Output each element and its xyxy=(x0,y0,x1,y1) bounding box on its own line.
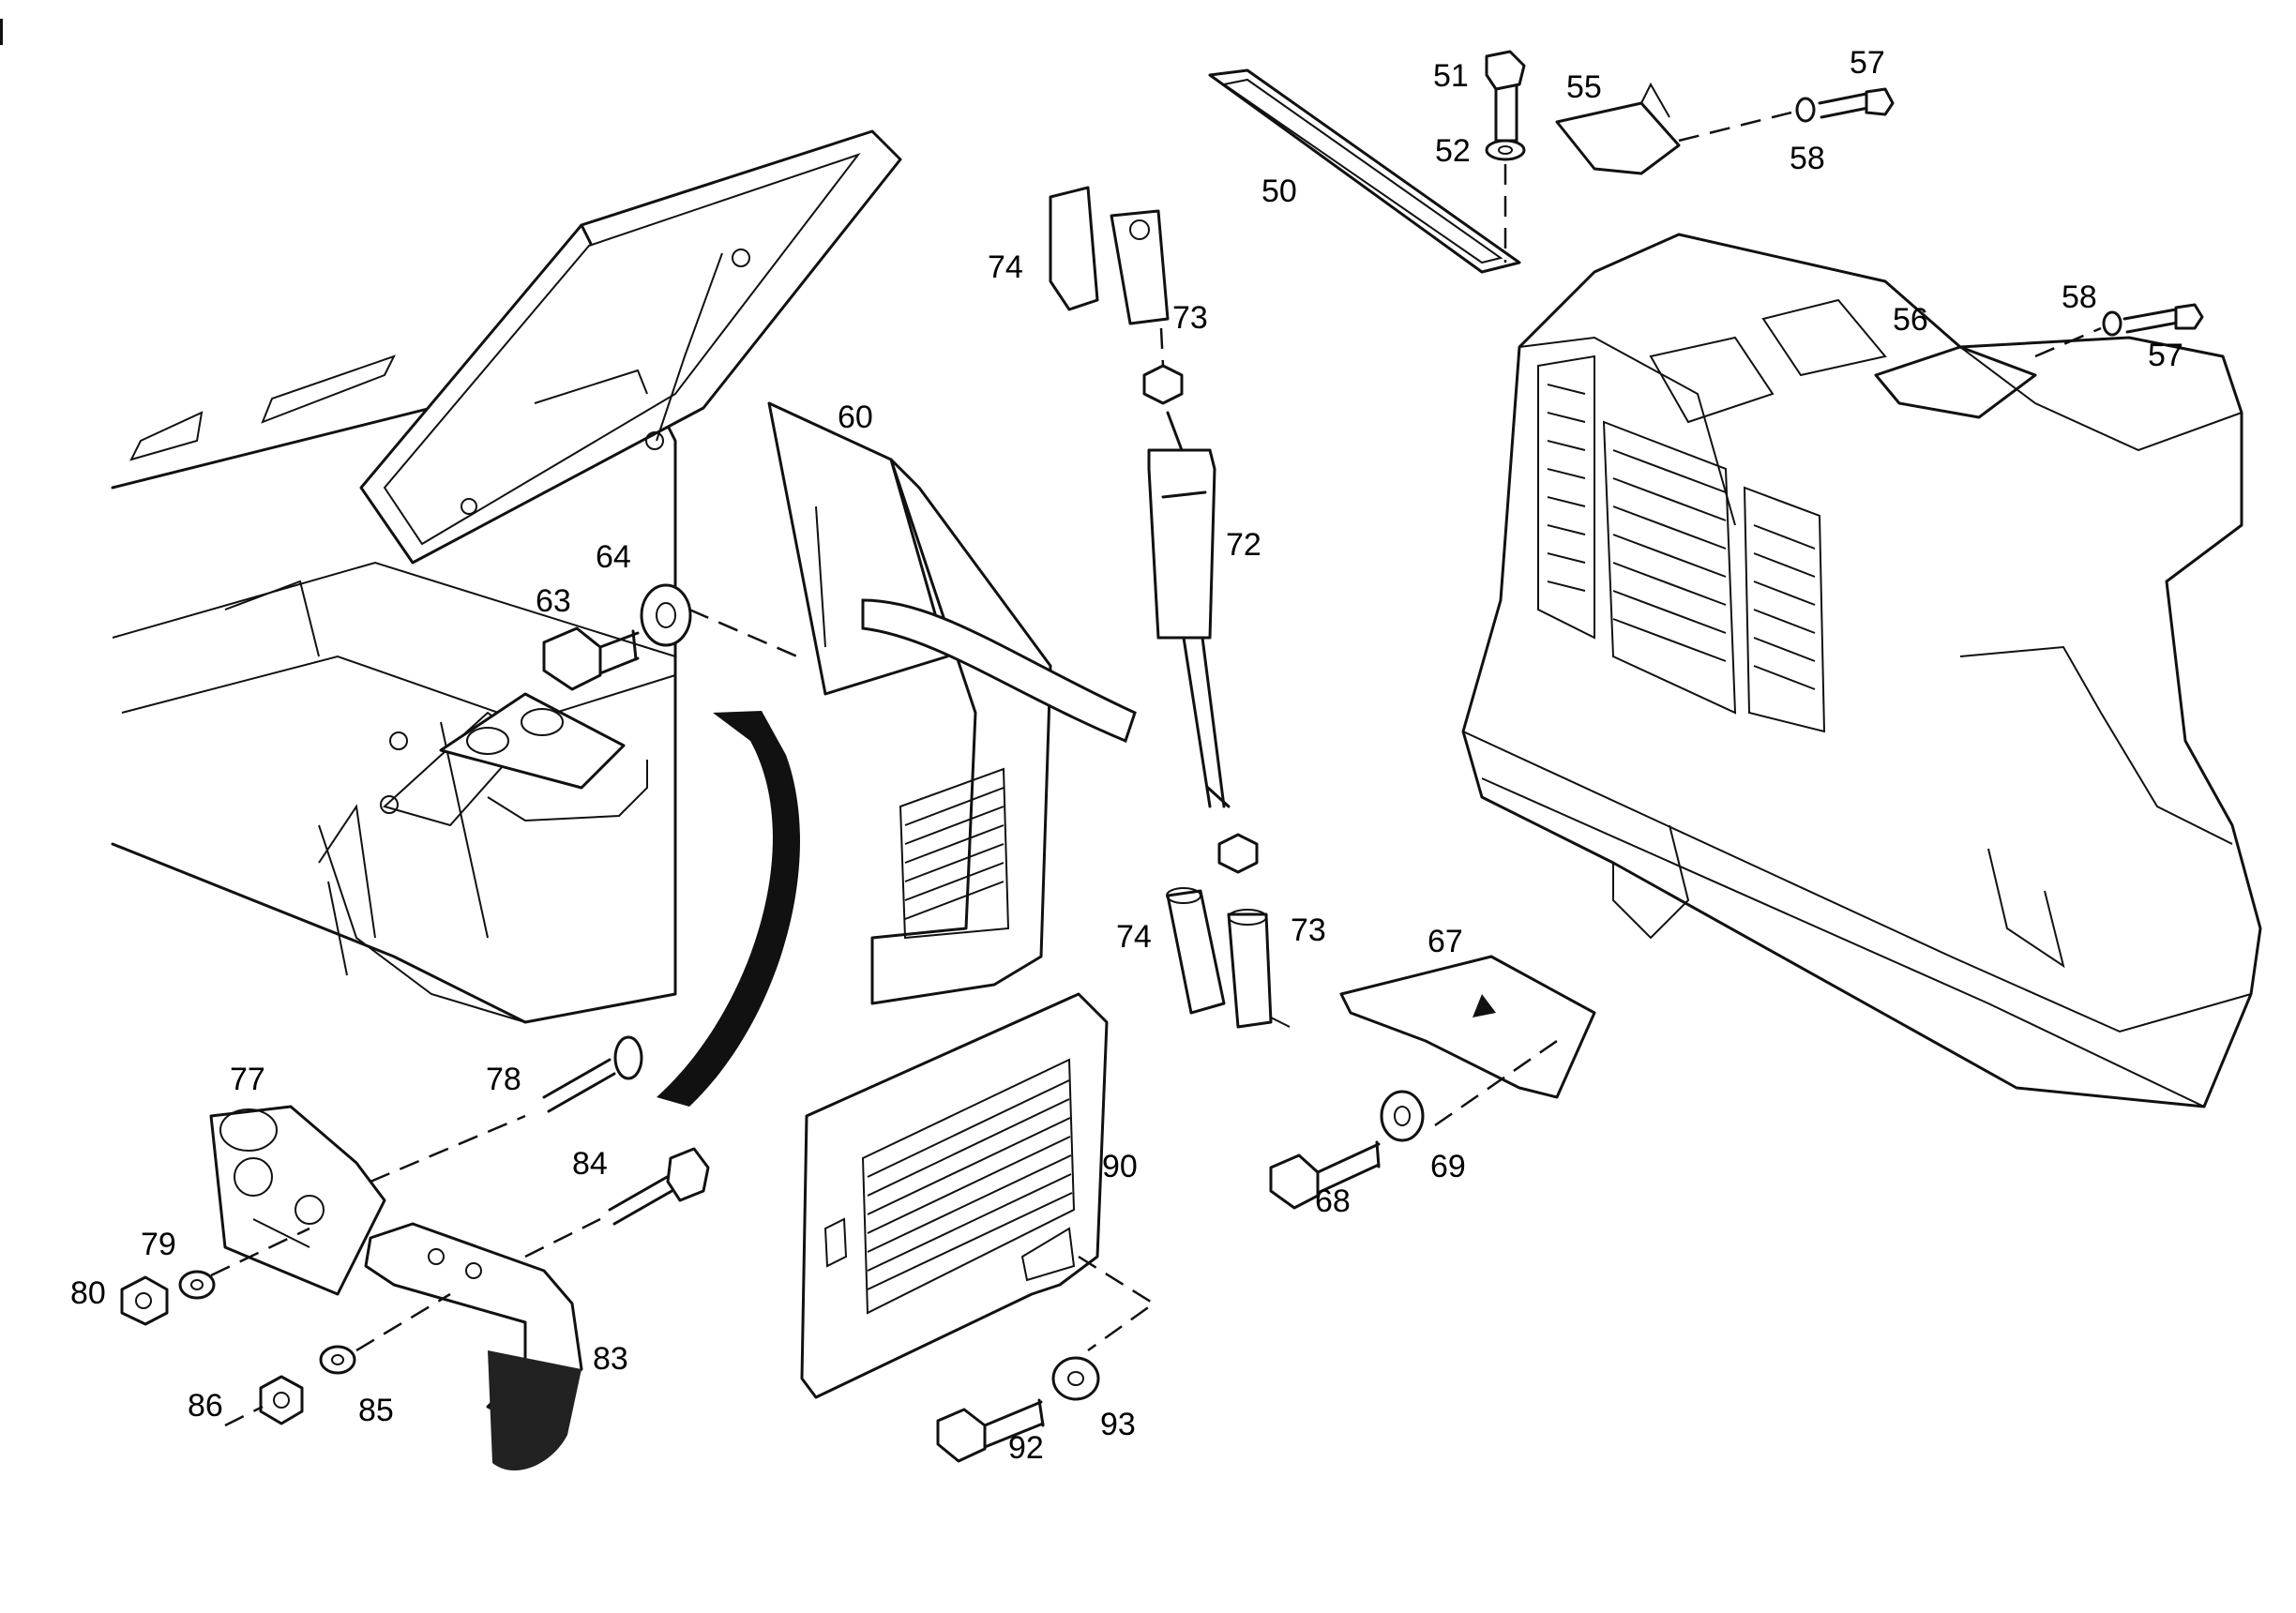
handle-83 xyxy=(364,1222,583,1471)
callout-74-bottom: 74 xyxy=(1116,919,1152,955)
bolt-84 xyxy=(608,1147,710,1226)
callout-58-right: 58 xyxy=(2062,279,2097,315)
panel-grille-slats xyxy=(867,1079,1073,1290)
washer-69 xyxy=(1380,1090,1425,1142)
callout-57-top: 57 xyxy=(1850,45,1885,81)
callout-86: 86 xyxy=(188,1388,223,1424)
nut-top xyxy=(1142,364,1184,405)
grille-panel-90 xyxy=(800,992,1109,1399)
callout-52: 52 xyxy=(1435,133,1471,169)
callout-68: 68 xyxy=(1315,1183,1351,1219)
callout-77: 77 xyxy=(230,1062,265,1097)
bolt-68 xyxy=(1269,1140,1381,1210)
bolt-57-top xyxy=(1818,87,1895,119)
callout-85: 85 xyxy=(358,1393,394,1428)
bracket-67 xyxy=(1339,955,1596,1099)
side-panel-60 xyxy=(767,401,1137,1005)
housing-grille-2 xyxy=(1612,449,1727,662)
callout-93: 93 xyxy=(1100,1407,1136,1442)
washer-64 xyxy=(640,583,692,647)
clevis-74-top xyxy=(1049,186,1099,311)
callout-63: 63 xyxy=(536,583,571,619)
washer-93 xyxy=(1051,1356,1100,1401)
nut-bottom xyxy=(1217,833,1259,874)
bracket-56 xyxy=(1874,345,2037,419)
washer-85 xyxy=(319,1345,356,1375)
callout-83: 83 xyxy=(593,1341,628,1377)
assembly-line-strut-top xyxy=(1159,327,1165,367)
hinge-bracket xyxy=(439,692,648,822)
clevis-73-top xyxy=(1110,209,1170,325)
clevis-74-bottom xyxy=(1166,887,1226,1015)
washer-79 xyxy=(178,1270,216,1300)
housing-grille-1 xyxy=(1547,384,1586,592)
washer-58-top xyxy=(1795,97,1816,123)
assembly-line-55 xyxy=(1678,111,1792,143)
air-grate-50 xyxy=(1208,68,1521,274)
assembly-line-67 xyxy=(1434,1039,1558,1127)
callouts: 50 51 52 55 57 58 58 56 57 60 64 63 72 7… xyxy=(70,45,2183,1466)
latch-77 xyxy=(209,1105,386,1296)
assembly-line-86 xyxy=(224,1405,264,1427)
callout-84: 84 xyxy=(572,1146,608,1182)
hood-lid-raised xyxy=(359,129,902,565)
washer-58-right xyxy=(2102,310,2122,337)
grille-slats xyxy=(904,787,1004,920)
callout-92: 92 xyxy=(1008,1430,1044,1466)
assembly-line-84 xyxy=(524,1217,601,1259)
scan-edge-mark xyxy=(0,19,3,45)
callout-74-top: 74 xyxy=(988,249,1023,285)
bolt-92 xyxy=(936,1398,1045,1463)
callout-67: 67 xyxy=(1427,924,1463,959)
callout-51: 51 xyxy=(1433,58,1469,94)
clevis-73-bottom xyxy=(1227,909,1291,1029)
callout-78: 78 xyxy=(486,1062,521,1097)
assembly-line-78 xyxy=(370,1114,526,1183)
callout-57-right: 57 xyxy=(2148,338,2183,373)
engine-housing xyxy=(1461,233,2262,1108)
nut-80 xyxy=(120,1275,169,1326)
assembly-line-79 xyxy=(210,1227,310,1277)
callout-60: 60 xyxy=(838,399,873,435)
callout-55: 55 xyxy=(1566,69,1602,105)
callout-64: 64 xyxy=(596,539,631,575)
callout-79: 79 xyxy=(141,1227,176,1262)
assembly-line-90 xyxy=(1078,1255,1156,1352)
bolt-51 xyxy=(1485,50,1526,143)
assembly-line-85 xyxy=(355,1292,451,1352)
gas-strut-72 xyxy=(1147,411,1231,808)
callout-73-top: 73 xyxy=(1172,300,1208,336)
callout-50: 50 xyxy=(1261,173,1297,209)
callout-58-top: 58 xyxy=(1790,141,1825,176)
rotation-arrow xyxy=(657,711,800,1107)
assembly-line-63 xyxy=(688,608,798,658)
housing-grille-3 xyxy=(1753,524,1816,690)
nut-86 xyxy=(259,1375,304,1425)
callout-56: 56 xyxy=(1893,302,1928,338)
callout-69: 69 xyxy=(1430,1149,1466,1184)
callout-73-bottom: 73 xyxy=(1291,912,1326,948)
callout-80: 80 xyxy=(70,1275,106,1311)
callout-90: 90 xyxy=(1102,1149,1138,1184)
bolt-57-right xyxy=(2122,303,2204,334)
bolt-63 xyxy=(542,626,640,691)
callout-72: 72 xyxy=(1226,527,1261,563)
bolt-78 xyxy=(542,1035,643,1113)
bracket-55 xyxy=(1555,82,1681,175)
washer-52 xyxy=(1485,139,1526,161)
